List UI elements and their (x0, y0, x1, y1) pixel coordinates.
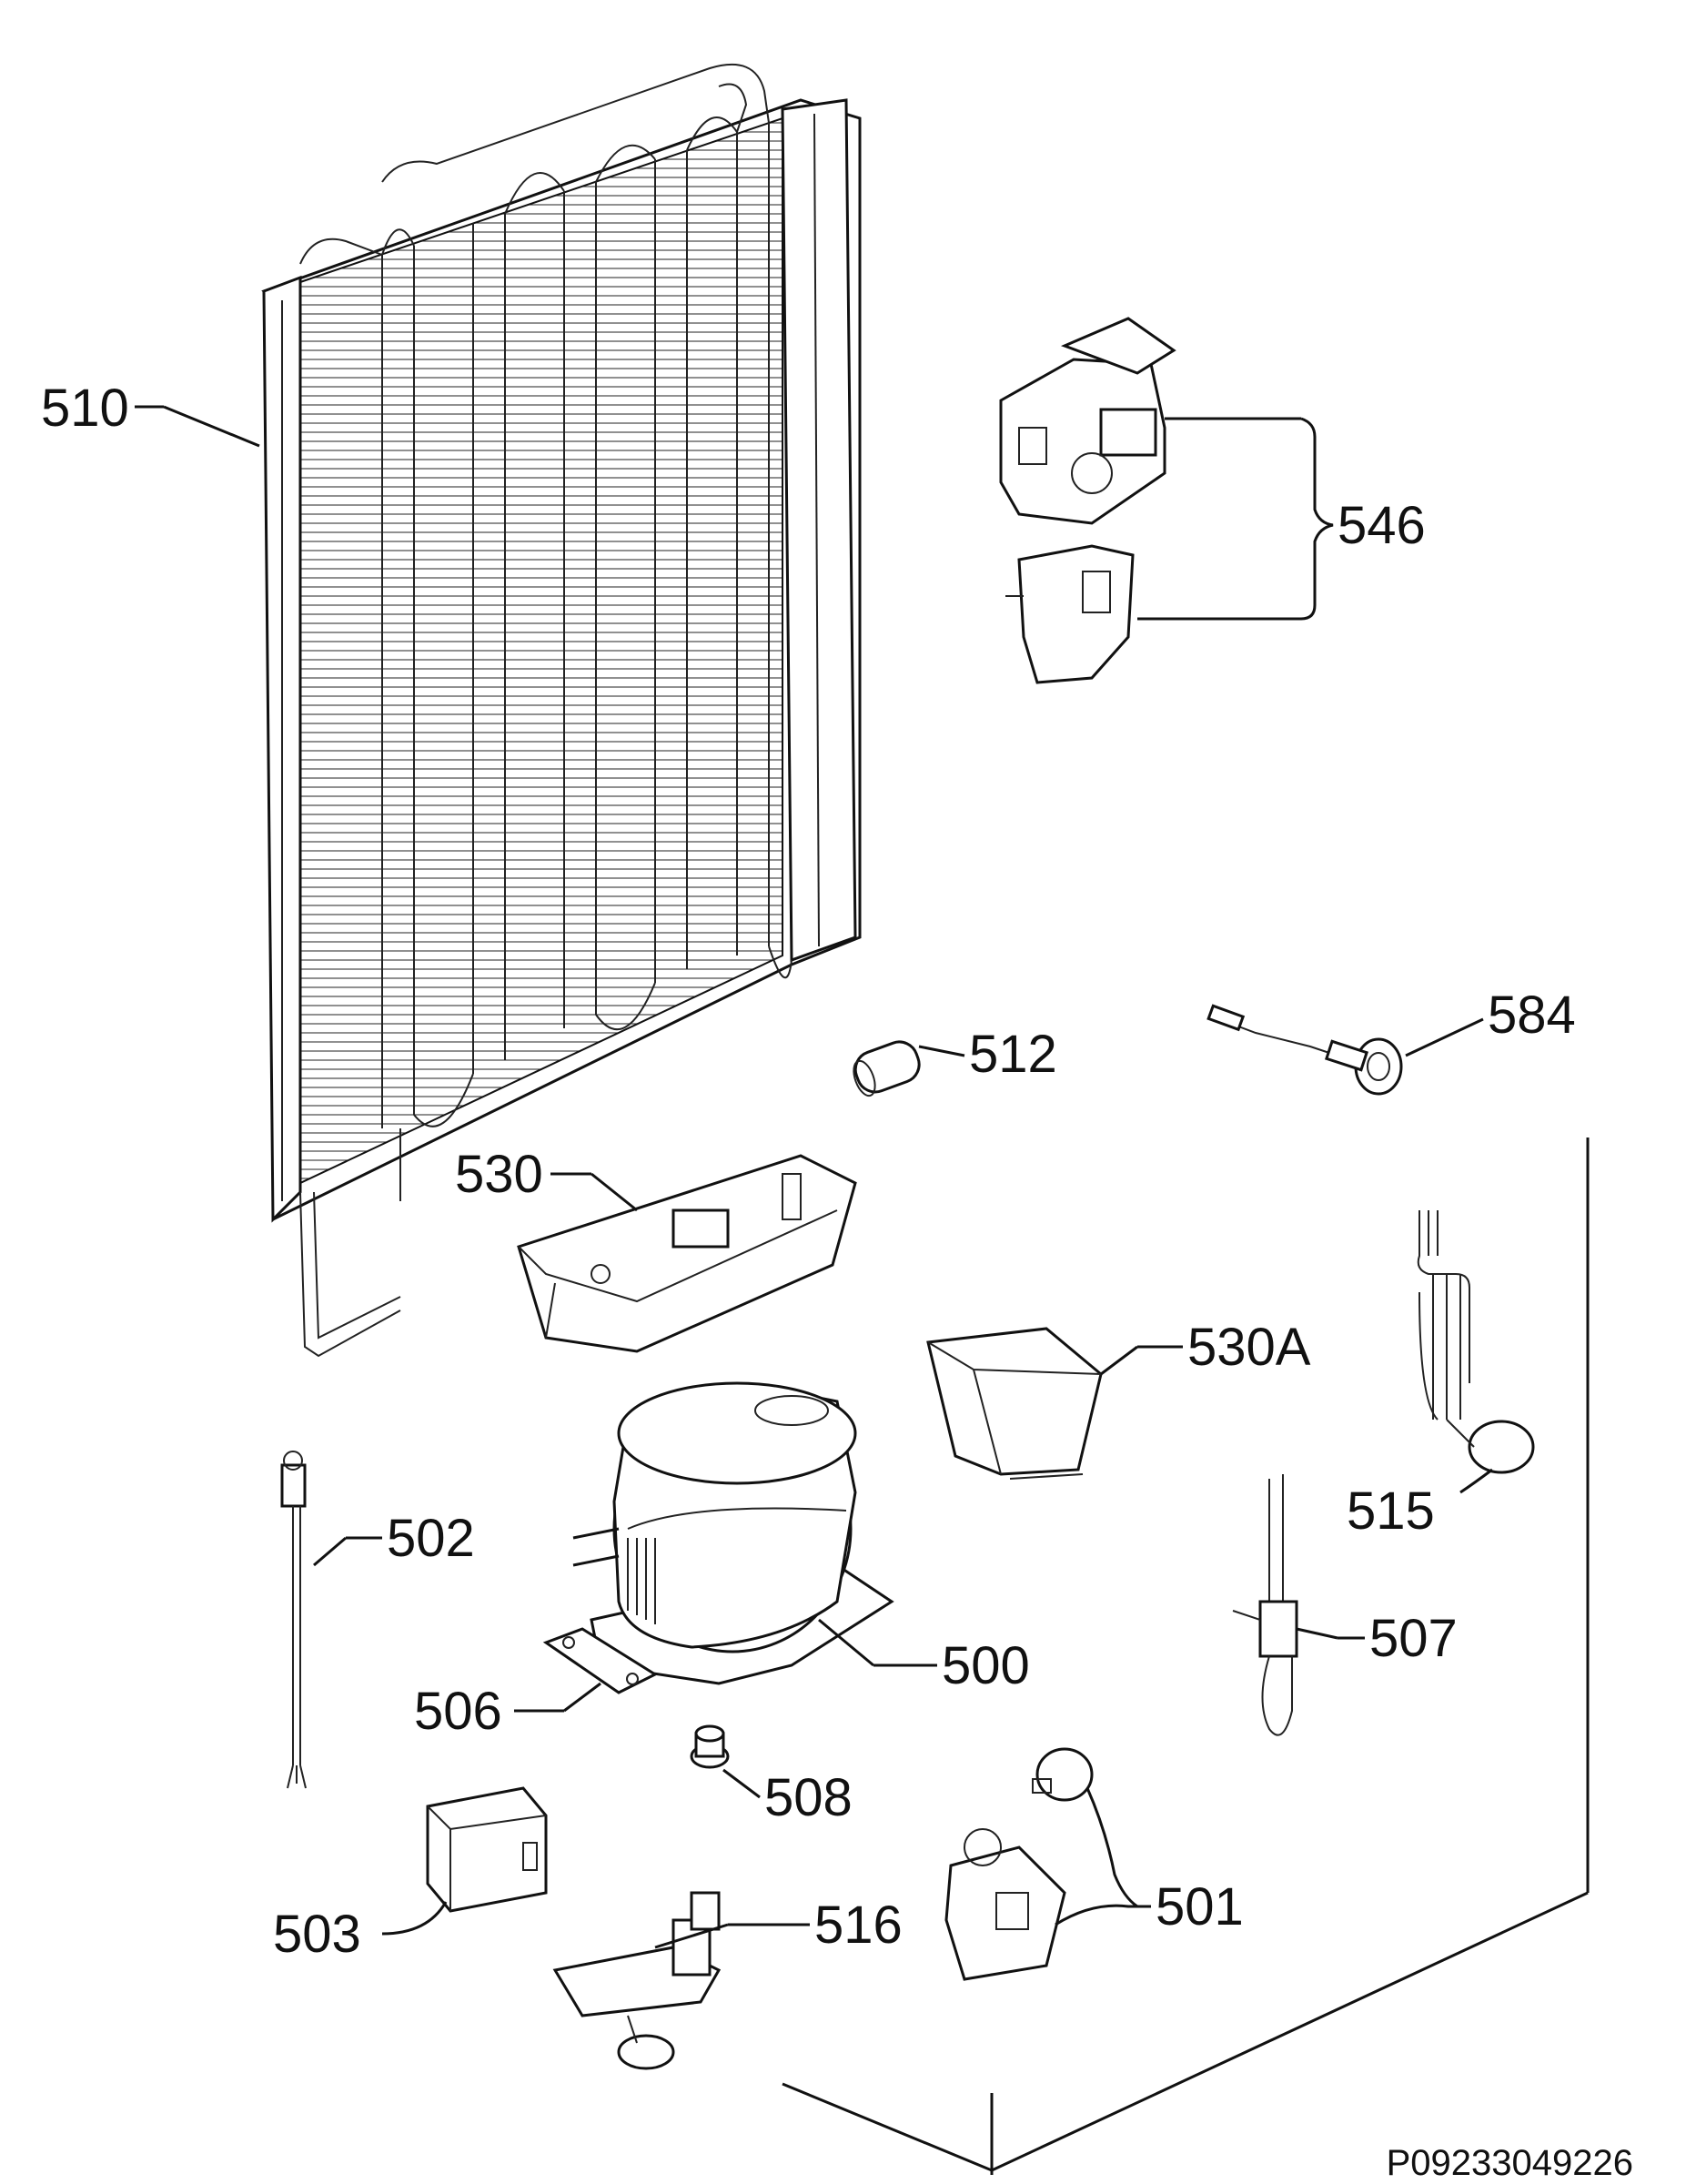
label-515: 515 (1347, 1481, 1435, 1541)
container-530a-part (926, 1327, 1103, 1480)
label-501: 501 (1156, 1877, 1244, 1936)
cable-502-part (280, 1451, 307, 1789)
capacitor-503-part (426, 1786, 548, 1913)
thermistor-507-part (1232, 1474, 1298, 1736)
label-530: 530 (455, 1145, 543, 1204)
part-512 (853, 1040, 921, 1097)
label-506: 506 (414, 1682, 502, 1741)
label-510: 510 (41, 379, 129, 438)
mounting-plate-506-part (542, 1627, 659, 1694)
condenser-part (261, 63, 862, 1358)
label-512: 512 (969, 1025, 1057, 1084)
thermostat-assembly-part (999, 317, 1176, 684)
label-503: 503 (273, 1905, 361, 1964)
relay-516-part (552, 1891, 722, 2070)
compressor-part (572, 1381, 894, 1685)
starter-relay-501-part (944, 1747, 1094, 1981)
label-584: 584 (1488, 986, 1576, 1045)
drip-tray-530-part (517, 1154, 857, 1353)
sensor-584-part (1206, 1004, 1403, 1096)
grommet-508-part (690, 1724, 730, 1769)
label-507: 507 (1369, 1609, 1458, 1668)
label-502: 502 (387, 1509, 475, 1568)
bracket-546 (1137, 417, 1334, 621)
label-500: 500 (942, 1636, 1030, 1695)
heater-515-part (1417, 1210, 1535, 1474)
label-508: 508 (764, 1768, 853, 1827)
cabinet-outline (782, 1138, 1590, 2175)
drawing-code: P09233049226 (1387, 2143, 1633, 2183)
label-546: 546 (1338, 496, 1426, 555)
label-516: 516 (814, 1896, 903, 1955)
label-530a: 530A (1187, 1318, 1311, 1377)
